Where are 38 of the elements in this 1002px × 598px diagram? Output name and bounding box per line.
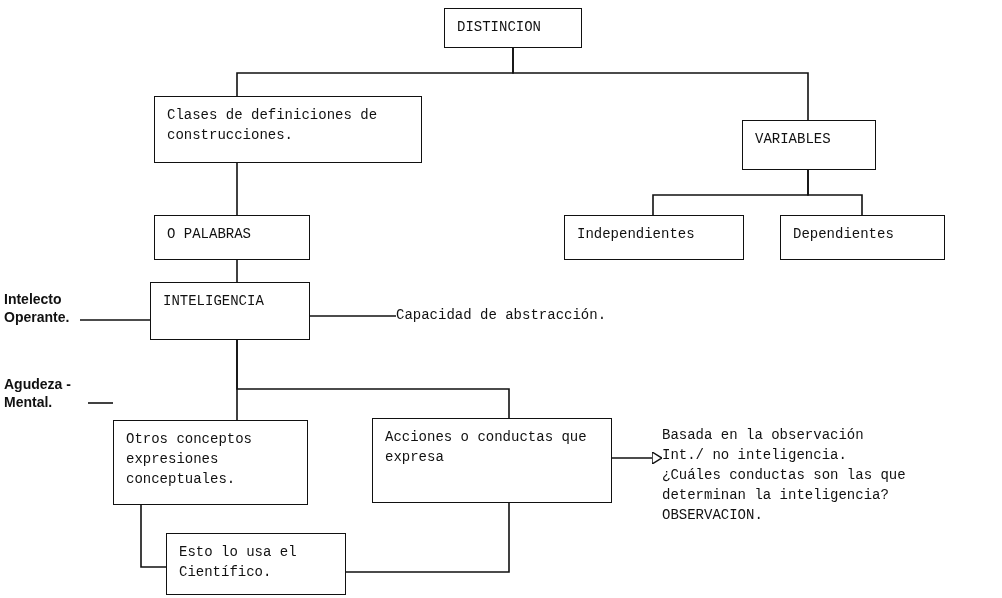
concept-box bbox=[150, 282, 310, 340]
side-note: Intelecto Operante. bbox=[4, 290, 71, 326]
box-label: Esto lo usa el Científico. bbox=[179, 543, 298, 582]
connector-line bbox=[345, 502, 510, 573]
concept-box bbox=[780, 215, 945, 260]
arrow bbox=[611, 451, 663, 465]
note-text: Basada en la observación bbox=[662, 426, 865, 445]
connector-line bbox=[236, 259, 238, 283]
box-label: VARIABLES bbox=[755, 130, 832, 149]
concept-box bbox=[166, 533, 346, 595]
box-label: Clases de definiciones de construcciones. bbox=[167, 106, 379, 145]
box-label: Independientes bbox=[577, 225, 696, 244]
connector-line bbox=[309, 315, 397, 317]
connector-line bbox=[512, 47, 809, 121]
box-label: INTELIGENCIA bbox=[163, 292, 265, 311]
concept-box bbox=[113, 420, 308, 505]
box-label: Otros conceptos expresiones conceptuales. bbox=[126, 430, 254, 489]
concept-box bbox=[444, 8, 582, 48]
concept-box bbox=[564, 215, 744, 260]
connector-line bbox=[87, 402, 114, 404]
box-label: O PALABRAS bbox=[167, 225, 252, 244]
connector-line bbox=[236, 162, 238, 216]
connector-line bbox=[236, 339, 510, 419]
concept-box bbox=[154, 215, 310, 260]
box-label: Dependientes bbox=[793, 225, 895, 244]
concept-box bbox=[372, 418, 612, 503]
box-label: DISTINCION bbox=[457, 18, 542, 37]
concept-box bbox=[742, 120, 876, 170]
note-text: OBSERVACION. bbox=[662, 506, 764, 525]
connector-line bbox=[140, 504, 167, 568]
side-note: Capacidad de abstracción. bbox=[396, 306, 608, 325]
side-note: Agudeza - Mental. bbox=[4, 375, 72, 411]
connector-line bbox=[807, 169, 863, 216]
note-text: ¿Cuáles conductas son las que determinan la inteligencia? bbox=[662, 466, 907, 505]
connector-line bbox=[79, 319, 151, 321]
concept-box bbox=[154, 96, 422, 163]
note-text: Int./ no inteligencia. bbox=[662, 446, 848, 465]
box-label: Acciones o conductas que expresa bbox=[385, 428, 588, 467]
